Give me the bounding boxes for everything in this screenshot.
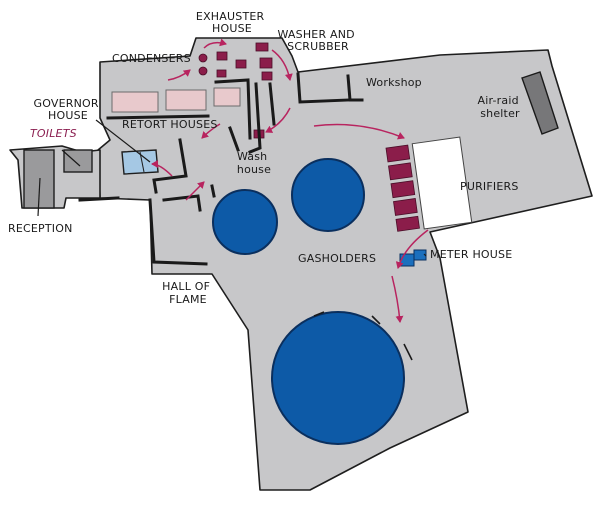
gasholder-3	[271, 311, 405, 445]
wash-house-label: Wash house	[237, 150, 271, 176]
flow-arrows	[151, 38, 429, 323]
gasholder-2	[291, 158, 365, 232]
scrubber-unit-2	[259, 57, 273, 69]
scrubber-unit-1	[255, 42, 269, 52]
scrubber-unit-3	[261, 71, 273, 81]
washer-scrubber-label: WASHER AND SCRUBBER	[277, 28, 358, 53]
exhauster-house-label: EXHAUSTER HOUSE	[196, 10, 268, 35]
toilet-annex	[63, 149, 93, 173]
workshop-label: Workshop	[366, 76, 422, 89]
retort-house-1	[111, 91, 159, 113]
gasholders-label: GASHOLDERS	[298, 252, 376, 265]
exhauster-unit-2	[235, 59, 247, 69]
retort-house-3	[213, 87, 241, 107]
retort-house-2	[165, 89, 207, 111]
purifiers-label: PURIFIERS	[460, 180, 519, 193]
leader-lines	[37, 119, 427, 257]
exhauster-unit-3	[216, 69, 227, 78]
air-raid-shelter-label: Air-raid shelter	[478, 94, 523, 120]
exhauster-unit-1	[216, 51, 228, 61]
toilets-label: TOILETS	[30, 127, 77, 140]
condenser-1	[198, 53, 208, 63]
interior-walls	[78, 72, 364, 266]
meter-house-building	[399, 253, 415, 267]
purifiers-building	[411, 136, 473, 230]
condenser-2	[198, 66, 208, 76]
hall-of-flame-label: HALL OF FLAME	[162, 280, 214, 306]
reception-label: RECEPTION	[8, 222, 73, 235]
meter-house-annex	[413, 249, 427, 261]
meter-house-label: METER HOUSE	[430, 248, 512, 261]
condensers-label: CONDENSERS	[112, 52, 191, 65]
air-raid-shelter-block	[521, 71, 559, 135]
retort-houses-label: RETORT HOUSES	[122, 118, 218, 131]
governor-house-label: GOVERNOR HOUSE	[34, 97, 103, 122]
purifier-units	[385, 144, 420, 232]
governor-house-toilets	[121, 149, 159, 175]
gasholder-1	[212, 189, 278, 255]
gasholder-3-frame	[313, 311, 413, 361]
